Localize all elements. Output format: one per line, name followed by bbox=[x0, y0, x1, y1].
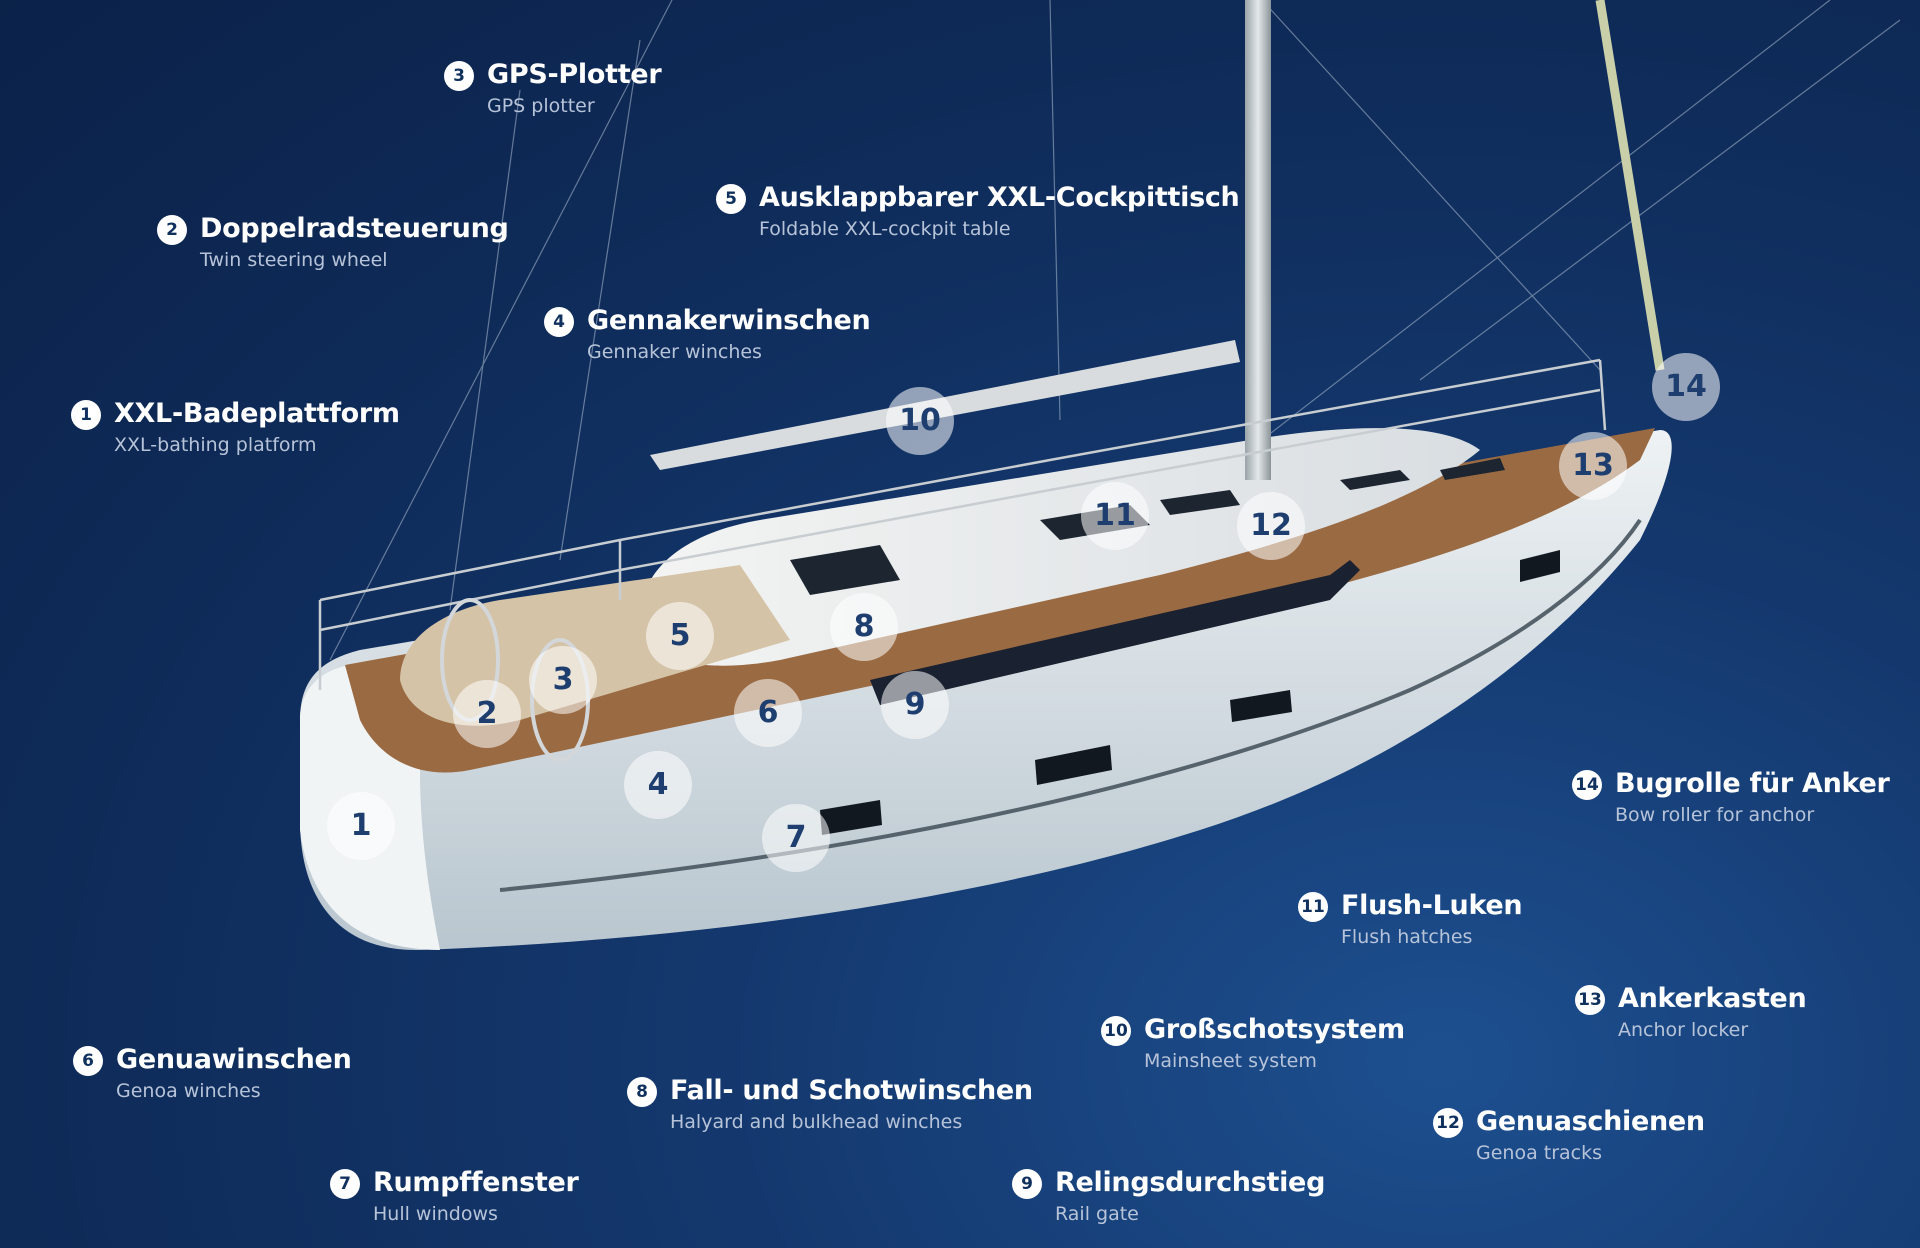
marker-12: 12 bbox=[1237, 492, 1305, 560]
feature-title-de: XXL-Badeplattform bbox=[114, 398, 400, 429]
feature-label-14: 14 Bugrolle für Anker Bow roller for anc… bbox=[1572, 766, 1890, 828]
marker-10: 10 bbox=[886, 387, 954, 455]
marker-2: 2 bbox=[453, 680, 521, 748]
feature-title-en: GPS plotter bbox=[487, 95, 595, 117]
marker-8: 8 bbox=[830, 593, 898, 661]
feature-title-en: Rail gate bbox=[1055, 1203, 1139, 1225]
feature-title-en: Genoa tracks bbox=[1476, 1142, 1603, 1164]
feature-title-en: Halyard and bulkhead winches bbox=[670, 1111, 963, 1133]
marker-6: 6 bbox=[734, 679, 802, 747]
feature-number-badge: 2 bbox=[157, 215, 187, 245]
feature-number-badge: 3 bbox=[444, 61, 474, 91]
feature-title-en: Anchor locker bbox=[1618, 1019, 1749, 1041]
feature-title-en: Gennaker winches bbox=[587, 341, 762, 363]
feature-label-12: 12 Genuaschienen Genoa tracks bbox=[1433, 1104, 1705, 1166]
cabin-windows bbox=[870, 560, 1360, 705]
marker-3: 3 bbox=[529, 646, 597, 714]
rigging-lines bbox=[329, 0, 1901, 661]
feature-title-de: Rumpffenster bbox=[373, 1167, 579, 1198]
feature-title-en: Mainsheet system bbox=[1144, 1050, 1317, 1072]
feature-number-badge: 4 bbox=[544, 307, 574, 337]
feature-title-en: Bow roller for anchor bbox=[1615, 804, 1815, 826]
hull-stripe bbox=[499, 518, 1642, 892]
feature-title-en: XXL-bathing platform bbox=[114, 434, 317, 456]
feature-title-de: Ausklappbarer XXL-Cockpittisch bbox=[759, 182, 1240, 213]
feature-title-de: Flush-Luken bbox=[1341, 890, 1523, 921]
feature-label-4: 4 Gennakerwinschen Gennaker winches bbox=[544, 303, 871, 365]
feature-label-6: 6 Genuawinschen Genoa winches bbox=[73, 1042, 352, 1104]
feature-label-3: 3 GPS-Plotter GPS plotter bbox=[444, 57, 662, 119]
feature-title-de: Großschotsystem bbox=[1144, 1014, 1405, 1045]
feature-label-9: 9 Relingsdurchstieg Rail gate bbox=[1012, 1165, 1325, 1227]
feature-number-badge: 9 bbox=[1012, 1169, 1042, 1199]
feature-label-13: 13 Ankerkasten Anchor locker bbox=[1575, 981, 1807, 1043]
marker-7: 7 bbox=[762, 804, 830, 872]
feature-number-badge: 12 bbox=[1433, 1108, 1463, 1138]
feature-number-badge: 13 bbox=[1575, 985, 1605, 1015]
feature-title-de: Ankerkasten bbox=[1618, 983, 1807, 1014]
feature-number-badge: 10 bbox=[1101, 1016, 1131, 1046]
marker-9: 9 bbox=[881, 671, 949, 739]
feature-label-2: 2 Doppelradsteuerung Twin steering wheel bbox=[157, 211, 509, 273]
marker-5: 5 bbox=[646, 602, 714, 670]
feature-label-7: 7 Rumpffenster Hull windows bbox=[330, 1165, 579, 1227]
feature-title-de: Bugrolle für Anker bbox=[1615, 768, 1890, 799]
forestay bbox=[1595, 0, 1665, 371]
feature-number-badge: 6 bbox=[73, 1046, 103, 1076]
feature-number-badge: 5 bbox=[716, 184, 746, 214]
marker-4: 4 bbox=[624, 751, 692, 819]
hull-windows bbox=[820, 550, 1560, 835]
feature-title-de: Fall- und Schotwinschen bbox=[670, 1075, 1033, 1106]
feature-number-badge: 1 bbox=[71, 400, 101, 430]
marker-14: 14 bbox=[1652, 353, 1720, 421]
feature-title-de: GPS-Plotter bbox=[487, 59, 662, 90]
marker-1: 1 bbox=[327, 792, 395, 860]
marker-13: 13 bbox=[1559, 432, 1627, 500]
feature-number-badge: 14 bbox=[1572, 770, 1602, 800]
feature-title-de: Doppelradsteuerung bbox=[200, 213, 509, 244]
marker-11: 11 bbox=[1081, 482, 1149, 550]
feature-label-10: 10 Großschotsystem Mainsheet system bbox=[1101, 1012, 1405, 1074]
feature-number-badge: 7 bbox=[330, 1169, 360, 1199]
feature-title-de: Genuaschienen bbox=[1476, 1106, 1705, 1137]
feature-label-8: 8 Fall- und Schotwinschen Halyard and bu… bbox=[627, 1073, 1033, 1135]
feature-title-en: Genoa winches bbox=[116, 1080, 261, 1102]
feature-label-5: 5 Ausklappbarer XXL-Cockpittisch Foldabl… bbox=[716, 180, 1240, 242]
feature-title-de: Genuawinschen bbox=[116, 1044, 352, 1075]
feature-number-badge: 11 bbox=[1298, 892, 1328, 922]
feature-label-11: 11 Flush-Luken Flush hatches bbox=[1298, 888, 1523, 950]
feature-title-de: Gennakerwinschen bbox=[587, 305, 871, 336]
feature-title-en: Hull windows bbox=[373, 1203, 498, 1225]
mast bbox=[1245, 0, 1271, 480]
feature-title-de: Relingsdurchstieg bbox=[1055, 1167, 1326, 1198]
feature-label-1: 1 XXL-Badeplattform XXL-bathing platform bbox=[71, 396, 400, 458]
feature-title-en: Flush hatches bbox=[1341, 926, 1473, 948]
feature-number-badge: 8 bbox=[627, 1077, 657, 1107]
feature-title-en: Foldable XXL-cockpit table bbox=[759, 218, 1011, 240]
feature-title-en: Twin steering wheel bbox=[200, 249, 388, 271]
